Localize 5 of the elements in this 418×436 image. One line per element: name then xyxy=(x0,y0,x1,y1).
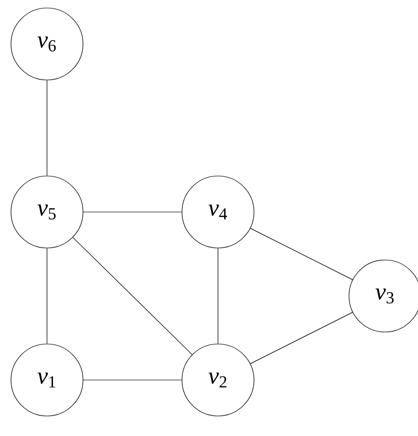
edge-line xyxy=(72,237,192,355)
edge-line xyxy=(250,312,353,364)
edge-line xyxy=(250,228,353,280)
edge-line xyxy=(46,80,48,176)
edge-line xyxy=(46,248,48,344)
